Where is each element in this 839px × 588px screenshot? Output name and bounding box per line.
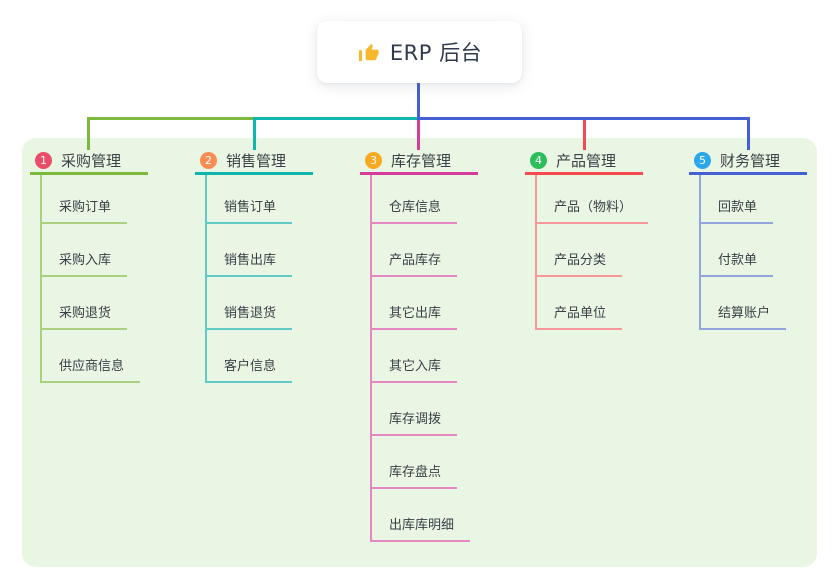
child-label: 采购退货 bbox=[59, 306, 112, 321]
child-node[interactable]: 销售订单 bbox=[207, 175, 293, 224]
root-stem-connector bbox=[417, 83, 420, 117]
branch-label: 采购管理 bbox=[61, 151, 122, 170]
child-label: 供应商信息 bbox=[59, 359, 125, 374]
child-node[interactable]: 其它出库 bbox=[372, 277, 458, 330]
child-node[interactable]: 结算账户 bbox=[701, 277, 787, 330]
child-node[interactable]: 库存调拨 bbox=[372, 383, 458, 436]
branch-node-inventory[interactable]: 3 库存管理 bbox=[360, 148, 478, 175]
child-label: 产品单位 bbox=[554, 306, 607, 321]
branch-node-procurement[interactable]: 1 采购管理 bbox=[30, 148, 148, 175]
child-node[interactable]: 仓库信息 bbox=[372, 175, 458, 224]
bus-segment-branch2 bbox=[254, 117, 418, 120]
branch-number-badge: 2 bbox=[200, 151, 217, 169]
child-node[interactable]: 付款单 bbox=[701, 224, 774, 277]
child-label: 回款单 bbox=[718, 200, 758, 215]
branch-node-finance[interactable]: 5 财务管理 bbox=[689, 148, 807, 175]
branch-node-product[interactable]: 4 产品管理 bbox=[525, 148, 643, 175]
child-label: 产品（物料） bbox=[554, 200, 633, 215]
children-inventory: 仓库信息 产品库存 其它出库 其它入库 库存调拨 库存盘点 出库库明细 bbox=[370, 175, 471, 542]
child-label: 销售订单 bbox=[224, 200, 277, 215]
drop-connector-branch3 bbox=[417, 120, 420, 150]
bus-segment-branch1 bbox=[88, 117, 255, 120]
child-label: 结算账户 bbox=[718, 306, 771, 321]
child-label: 销售退货 bbox=[224, 306, 277, 321]
root-node-title: ERP 后台 bbox=[389, 41, 483, 65]
root-node-erp[interactable]: ERP 后台 bbox=[317, 21, 522, 83]
child-node[interactable]: 库存盘点 bbox=[372, 436, 458, 489]
child-node[interactable]: 出库库明细 bbox=[372, 489, 471, 542]
thumbs-up-icon bbox=[358, 43, 379, 61]
branch-product: 4 产品管理 产品（物料） 产品分类 产品单位 bbox=[525, 148, 649, 330]
children-procurement: 采购订单 采购入库 采购退货 供应商信息 bbox=[40, 175, 141, 383]
child-node[interactable]: 产品分类 bbox=[537, 224, 623, 277]
branch-inventory: 3 库存管理 仓库信息 产品库存 其它出库 其它入库 库存调拨 库存盘点 出库库… bbox=[360, 148, 478, 542]
branch-number-badge: 3 bbox=[365, 151, 382, 169]
branch-number-badge: 1 bbox=[35, 151, 52, 169]
child-label: 客户信息 bbox=[224, 359, 277, 374]
child-label: 出库库明细 bbox=[389, 518, 455, 533]
branch-label: 库存管理 bbox=[391, 151, 452, 170]
child-label: 库存调拨 bbox=[389, 412, 442, 427]
child-label: 采购订单 bbox=[59, 200, 112, 215]
child-node[interactable]: 回款单 bbox=[701, 175, 774, 224]
children-finance: 回款单 付款单 结算账户 bbox=[699, 175, 787, 330]
branch-label: 销售管理 bbox=[226, 151, 287, 170]
branch-label: 财务管理 bbox=[720, 151, 781, 170]
drop-connector-branch4 bbox=[583, 120, 586, 150]
branch-node-sales[interactable]: 2 销售管理 bbox=[195, 148, 313, 175]
children-sales: 销售订单 销售出库 销售退货 客户信息 bbox=[205, 175, 293, 383]
bus-segment-branch5 bbox=[417, 117, 750, 120]
branch-finance: 5 财务管理 回款单 付款单 结算账户 bbox=[689, 148, 807, 330]
branch-number-badge: 4 bbox=[530, 151, 547, 169]
child-label: 付款单 bbox=[718, 253, 758, 268]
child-node[interactable]: 产品单位 bbox=[537, 277, 623, 330]
child-label: 其它出库 bbox=[389, 306, 442, 321]
child-label: 销售出库 bbox=[224, 253, 277, 268]
child-node[interactable]: 其它入库 bbox=[372, 330, 458, 383]
child-label: 其它入库 bbox=[389, 359, 442, 374]
child-label: 仓库信息 bbox=[389, 200, 442, 215]
children-product: 产品（物料） 产品分类 产品单位 bbox=[535, 175, 649, 330]
child-label: 采购入库 bbox=[59, 253, 112, 268]
branch-number-badge: 5 bbox=[694, 151, 711, 169]
child-node[interactable]: 采购退货 bbox=[42, 277, 128, 330]
drop-connector-branch5 bbox=[747, 120, 750, 150]
branch-label: 产品管理 bbox=[556, 151, 617, 170]
child-node[interactable]: 采购入库 bbox=[42, 224, 128, 277]
child-label: 产品库存 bbox=[389, 253, 442, 268]
child-node[interactable]: 销售退货 bbox=[207, 277, 293, 330]
child-node[interactable]: 采购订单 bbox=[42, 175, 128, 224]
branches-background-panel bbox=[22, 138, 817, 567]
child-label: 库存盘点 bbox=[389, 465, 442, 480]
child-node[interactable]: 供应商信息 bbox=[42, 330, 141, 383]
child-node[interactable]: 客户信息 bbox=[207, 330, 293, 383]
child-label: 产品分类 bbox=[554, 253, 607, 268]
child-node[interactable]: 销售出库 bbox=[207, 224, 293, 277]
drop-connector-branch2 bbox=[253, 117, 256, 150]
child-node[interactable]: 产品（物料） bbox=[537, 175, 649, 224]
drop-connector-branch1 bbox=[87, 117, 90, 150]
branch-sales: 2 销售管理 销售订单 销售出库 销售退货 客户信息 bbox=[195, 148, 313, 383]
child-node[interactable]: 产品库存 bbox=[372, 224, 458, 277]
branch-procurement: 1 采购管理 采购订单 采购入库 采购退货 供应商信息 bbox=[30, 148, 148, 383]
